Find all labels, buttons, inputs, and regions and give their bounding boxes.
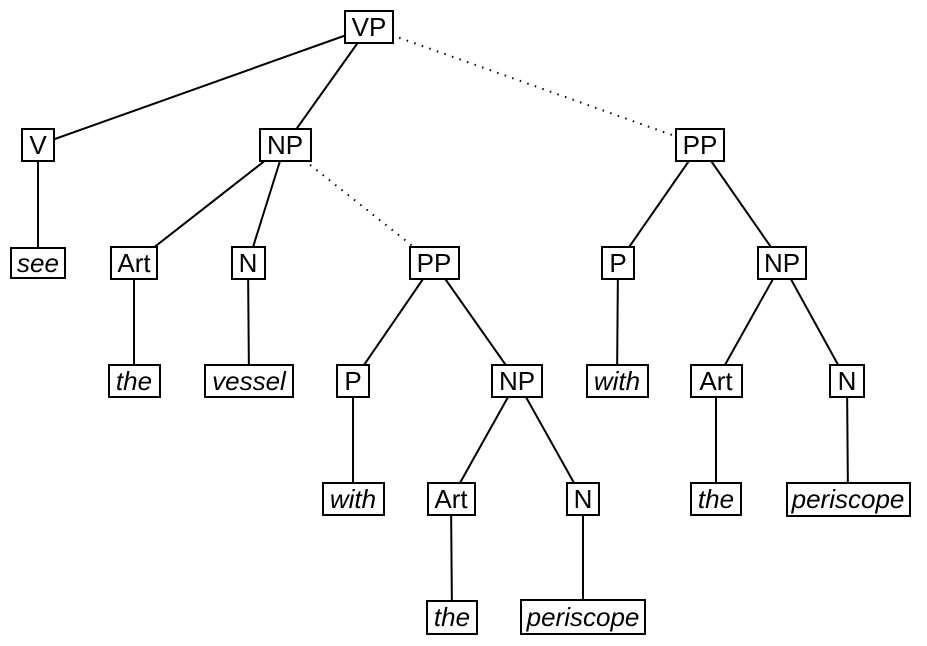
node-np3-box	[757, 246, 807, 280]
edge-vp-pp2-dotted	[368, 26, 701, 146]
node-the2: the	[426, 600, 478, 635]
node-vp: VP	[344, 10, 394, 44]
node-p1-label: P	[344, 366, 361, 396]
node-np1-label: NP	[267, 130, 303, 160]
node-np1-box	[259, 128, 312, 162]
node-with2-box	[586, 364, 649, 398]
edge-art2-the2	[450, 498, 453, 618]
node-periscope2: periscope	[786, 482, 911, 517]
node-np1: NP	[259, 128, 312, 162]
node-n3-box	[829, 364, 865, 398]
edge-layer	[37, 26, 849, 618]
node-with2: with	[586, 364, 649, 398]
node-the3: the	[690, 482, 742, 516]
node-periscope1-box	[520, 599, 646, 635]
node-vp-label: VP	[352, 12, 387, 42]
node-pp2: PP	[675, 128, 725, 162]
edge-pp1-p1	[352, 262, 435, 382]
node-p2: P	[601, 246, 635, 280]
edge-n1-vessel	[247, 262, 250, 382]
node-art3-label: Art	[699, 366, 733, 396]
node-vp-box	[344, 10, 394, 44]
node-v-label: V	[29, 130, 47, 160]
edge-np1-art1	[133, 144, 286, 264]
node-n3-label: N	[838, 366, 857, 396]
node-periscope2-box	[786, 482, 911, 517]
node-np3: NP	[757, 246, 807, 280]
edge-np3-n3	[781, 262, 848, 382]
node-p1-box	[336, 364, 370, 398]
node-pp1-box	[409, 246, 460, 280]
node-np2: NP	[491, 364, 543, 398]
edge-vp-v	[37, 26, 370, 146]
node-the1-label: the	[116, 366, 152, 396]
node-with1-box	[322, 482, 385, 516]
node-with1: with	[322, 482, 385, 516]
node-periscope1-label: periscope	[526, 602, 640, 632]
node-n1: N	[231, 246, 266, 280]
node-see: see	[10, 247, 66, 279]
node-vessel-label: vessel	[212, 366, 287, 396]
edge-pp2-np3	[699, 144, 783, 264]
node-the2-label: the	[434, 602, 470, 632]
node-p2-box	[601, 246, 635, 280]
node-art3: Art	[690, 364, 743, 398]
node-pp2-label: PP	[683, 130, 718, 160]
node-art1: Art	[110, 246, 158, 280]
node-n3: N	[829, 364, 865, 398]
node-n1-box	[231, 246, 266, 280]
edge-vp-np1	[284, 26, 370, 146]
node-with2-label: with	[594, 366, 640, 396]
node-periscope2-label: periscope	[791, 484, 905, 514]
node-the3-box	[690, 482, 742, 516]
edge-np3-art3	[715, 262, 783, 382]
node-p1: P	[336, 364, 370, 398]
node-periscope1: periscope	[520, 599, 646, 635]
node-with1-label: with	[330, 484, 376, 514]
node-pp1: PP	[409, 246, 460, 280]
node-the3-label: the	[698, 484, 734, 514]
node-art3-box	[690, 364, 743, 398]
edge-pp1-np2	[433, 262, 518, 382]
node-art1-box	[110, 246, 158, 280]
node-p2-label: P	[609, 248, 626, 278]
node-n2-label: N	[574, 484, 593, 514]
edge-np1-n1	[247, 144, 286, 264]
node-np2-label: NP	[499, 366, 535, 396]
node-see-label: see	[17, 248, 59, 278]
edge-np1-pp1-dotted	[284, 144, 435, 264]
node-the2-box	[426, 600, 478, 635]
node-layer: VP V NP PP see Art	[10, 10, 911, 635]
node-np3-label: NP	[764, 248, 800, 278]
node-v-box	[21, 128, 55, 162]
node-n2: N	[566, 482, 600, 516]
edge-np2-n2	[516, 380, 584, 500]
node-vessel-box	[204, 364, 294, 398]
node-art2: Art	[427, 482, 476, 516]
edge-n3-periscope2	[846, 380, 849, 500]
node-v: V	[21, 128, 55, 162]
node-the1-box	[108, 364, 161, 398]
node-n1-label: N	[239, 248, 258, 278]
node-art2-label: Art	[434, 484, 468, 514]
node-n2-box	[566, 482, 600, 516]
node-art1-label: Art	[117, 248, 151, 278]
node-the1: the	[108, 364, 161, 398]
node-np2-box	[491, 364, 543, 398]
node-pp1-label: PP	[417, 248, 452, 278]
node-art2-box	[427, 482, 476, 516]
node-vessel: vessel	[204, 364, 294, 398]
node-pp2-box	[675, 128, 725, 162]
node-see-box	[10, 247, 66, 279]
edge-np2-art2	[450, 380, 518, 500]
edge-p2-with2	[616, 262, 619, 382]
edge-pp2-p2	[617, 144, 701, 264]
